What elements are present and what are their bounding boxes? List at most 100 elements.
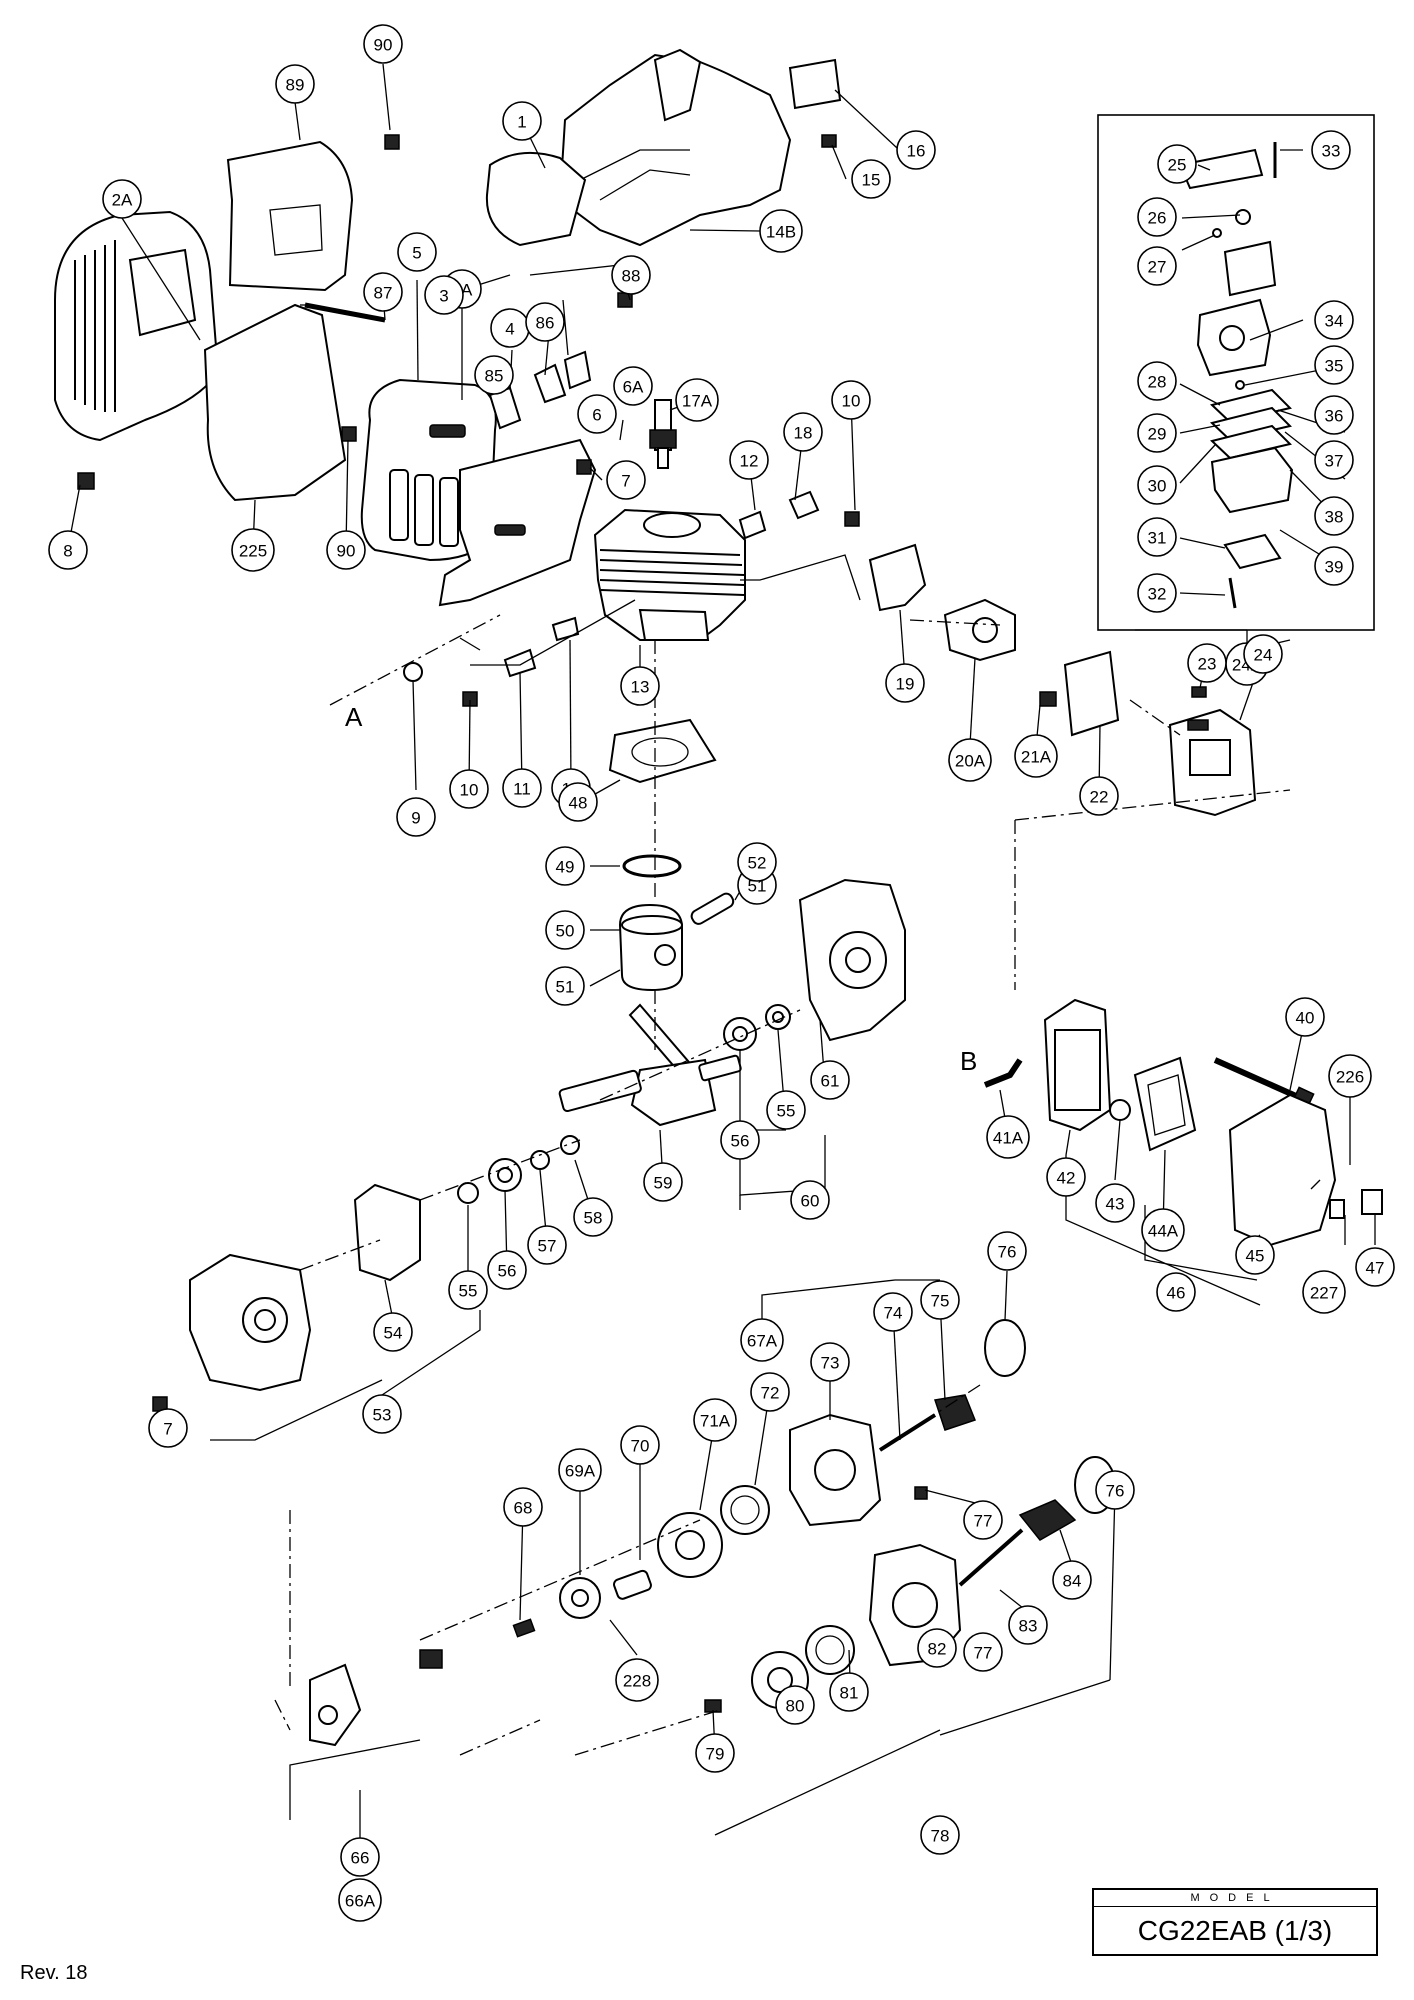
callout-23: 23 [1187,643,1227,683]
callout-82: 82 [917,1628,957,1668]
callout-number: 10 [842,392,861,411]
part-bolt-68 [512,1618,536,1638]
callout-number: 50 [556,922,575,941]
callout-number: 2A [112,191,133,210]
callout-number: 58 [584,1209,603,1228]
part-recoil-cover [54,210,220,442]
callout-number: 5 [412,244,421,263]
callout-10: 10 [449,769,489,809]
callout-number: 21A [1021,748,1052,767]
callout-number: 31 [1148,529,1167,548]
part-gasket-22 [1063,650,1120,737]
callout-number: 42 [1057,1169,1076,1188]
part-piston-pin [690,892,735,925]
callout-36: 36 [1314,395,1354,435]
callout-66a: 66A [338,1878,382,1922]
part-plate-87 [563,350,592,390]
callout-6: 6 [577,394,617,434]
part-plate-86 [533,363,567,404]
callout-number: 86 [536,314,555,333]
callout-number: 30 [1148,477,1167,496]
callout-17a: 17A [675,378,719,422]
part-crankcase-right [798,878,906,1042]
callout-number: 4 [505,320,514,339]
part-spring-72 [720,1485,770,1535]
callout-13: 13 [620,666,660,706]
callout-number: 12 [740,452,759,471]
callout-number: 26 [1148,209,1167,228]
callout-number: 20A [955,752,986,771]
callout-number: 80 [786,1697,805,1716]
callout-56: 56 [487,1250,527,1290]
callout-38: 38 [1314,496,1354,536]
callout-number: 17A [682,392,713,411]
callout-8: 8 [48,530,88,570]
callout-228: 228 [615,1658,659,1702]
callout-5: 5 [397,232,437,272]
callout-52: 52 [737,842,777,882]
part-piston [618,903,683,992]
washer-9 [403,662,423,682]
part-cylinder [593,508,746,641]
callout-number: 90 [337,542,356,561]
callout-84: 84 [1052,1560,1092,1600]
callout-90: 90 [363,24,403,64]
callout-number: 66A [345,1892,376,1911]
callout-number: 33 [1322,142,1341,161]
callout-number: 22 [1090,788,1109,807]
callout-61: 61 [810,1060,850,1100]
part-label [788,58,842,110]
callout-25: 25 [1157,144,1197,184]
callout-layer: 90891162A1514B2533262755A888734868534356… [48,24,1395,1922]
part-clip-11 [503,648,537,678]
callout-67a: 67A [740,1318,784,1362]
model-name: CG22EAB (1/3) [1137,1915,1333,1946]
callout-59: 59 [643,1162,683,1202]
callout-number: 9 [411,809,420,828]
callout-number: 77 [974,1644,993,1663]
part-choke-knob [1109,1099,1131,1121]
callout-2a: 2A [102,179,142,219]
callout-50: 50 [545,910,585,950]
callout-number: 56 [731,1132,750,1151]
callout-number: 48 [569,794,588,813]
callout-number: 53 [373,1406,392,1425]
callout-89: 89 [275,64,315,104]
callout-number: 76 [998,1243,1017,1262]
callout-68: 68 [503,1487,543,1527]
bolt-8 [77,472,95,490]
part-clip-12b [551,616,580,642]
callout-57: 57 [527,1225,567,1265]
centerlines [274,614,1291,1756]
callout-number: 37 [1325,452,1344,471]
callout-4: 4 [490,308,530,348]
callout-79: 79 [695,1733,735,1773]
callout-number: 75 [931,1292,950,1311]
callout-number: 78 [931,1827,950,1846]
callout-number: 225 [239,542,267,561]
callout-number: 24 [1254,646,1273,665]
callout-56: 56 [720,1120,760,1160]
callout-number: 90 [374,36,393,55]
part-air-cleaner-base [1043,998,1112,1132]
bolt-21a [1039,691,1057,707]
callout-number: 51 [556,978,575,997]
callout-number: 32 [1148,585,1167,604]
callout-number: 52 [748,854,767,873]
callout-58: 58 [573,1197,613,1237]
callout-number: 49 [556,858,575,877]
callout-number: 55 [459,1282,478,1301]
letter-a: A [345,702,363,732]
callout-number: 69A [565,1462,596,1481]
part-breather-pipe [983,1058,1023,1088]
callout-32: 32 [1137,573,1177,613]
callout-83: 83 [1008,1605,1048,1645]
part-crankcase-left [189,1253,312,1392]
callout-42: 42 [1046,1157,1086,1197]
bolt-10a [844,511,860,527]
callout-21a: 21A [1014,734,1058,778]
callout-53: 53 [362,1394,402,1434]
callout-number: 16 [907,142,926,161]
callout-number: 84 [1063,1572,1082,1591]
bolt-15 [821,134,837,148]
